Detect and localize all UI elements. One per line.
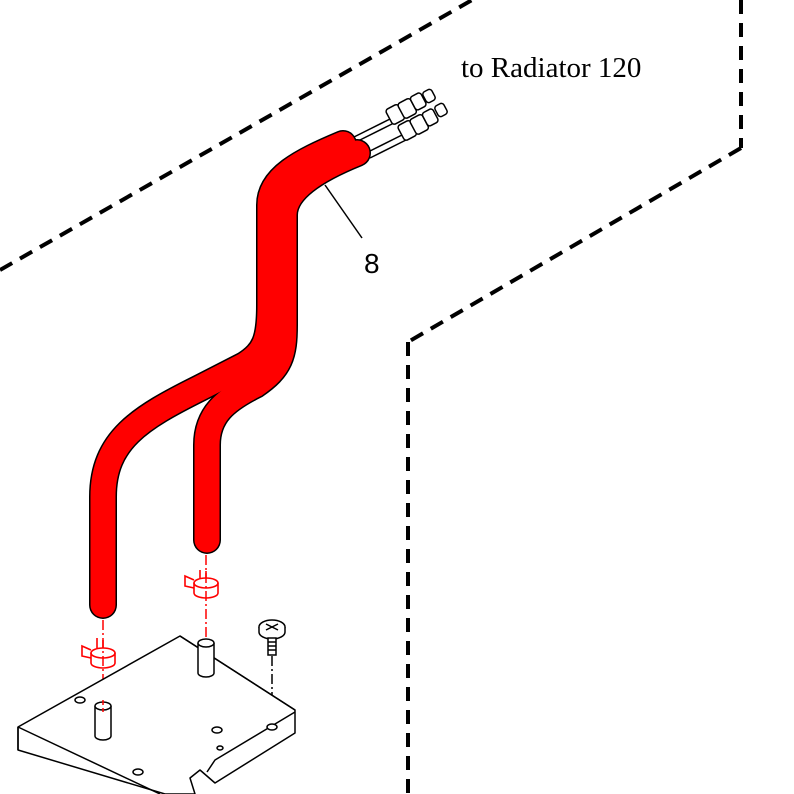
destination-label: to Radiator 120 (461, 52, 641, 84)
hose-clamp-icon (81, 638, 116, 669)
callout-leader (324, 184, 363, 239)
fitting-icon (367, 102, 448, 159)
hose-fittings (351, 88, 448, 159)
hose-right (194, 140, 370, 553)
hose-clamp-icon (184, 570, 219, 599)
port-pipe-right (197, 638, 215, 678)
fitting-icon (351, 88, 436, 144)
base-block (17, 635, 296, 794)
dashed-boundary (0, 0, 743, 794)
callout-number: 8 (364, 248, 380, 279)
hose-left (90, 131, 356, 618)
hose-assembly (90, 131, 370, 618)
screw-icon (258, 619, 286, 722)
dashed-boundary-diagonal (406, 146, 743, 344)
port-pipes (94, 638, 215, 741)
port-pipe-left (94, 700, 112, 741)
